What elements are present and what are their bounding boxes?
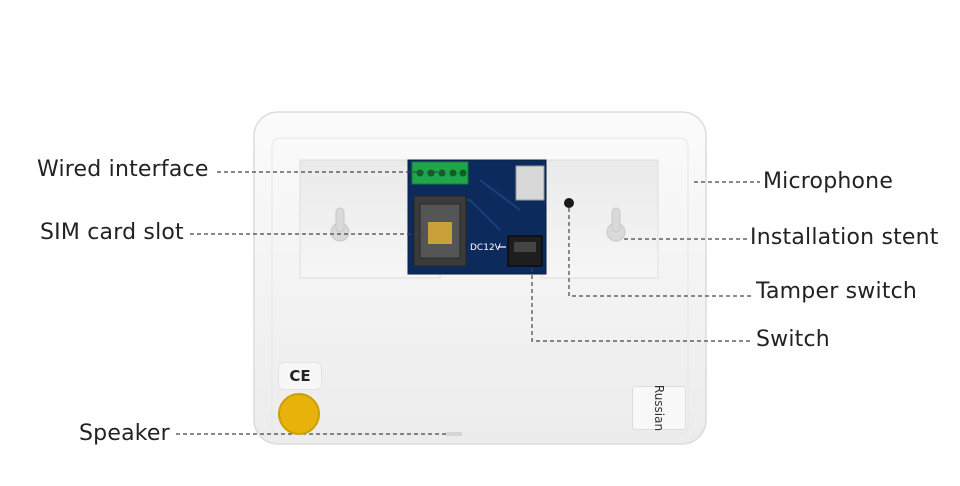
wired-terminal-block: [411, 161, 469, 185]
sim-card-holder: [413, 195, 467, 267]
keyhole-left: [330, 207, 350, 242]
pcb-connector: [515, 165, 545, 201]
leader-lines: [176, 171, 760, 435]
speaker-vent: [446, 432, 462, 436]
ce-mark: CE: [278, 362, 322, 390]
region-sticker-text: Russian: [652, 384, 666, 432]
label-sim-card-slot: SIM card slot: [40, 220, 184, 245]
label-tamper-switch: Tamper switch: [756, 279, 918, 304]
label-speaker: Speaker: [79, 421, 170, 446]
label-switch: Switch: [756, 327, 830, 352]
label-installation-stent: Installation stent: [750, 225, 939, 250]
tamper-switch-hole: [564, 198, 574, 208]
qc-passed-seal: [278, 393, 320, 435]
dc-label: DC12V: [470, 243, 502, 253]
region-sticker: Russian: [632, 384, 686, 432]
mount-recess-right: [541, 159, 659, 279]
label-wired-interface: Wired interface: [37, 157, 209, 182]
label-microphone: Microphone: [763, 169, 894, 194]
keyhole-right: [606, 207, 626, 242]
